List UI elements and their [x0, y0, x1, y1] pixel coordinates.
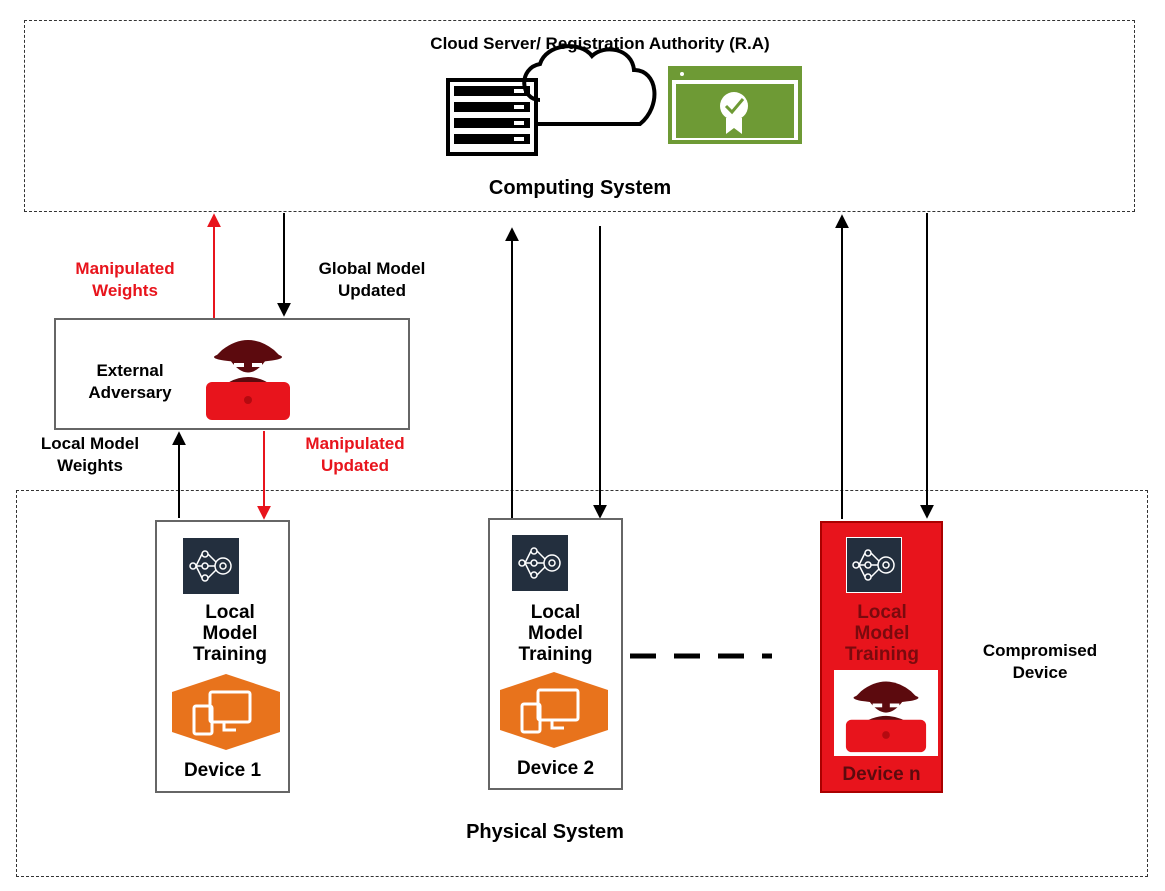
adversary-label-line2: Adversary: [88, 383, 172, 402]
global-model-line2: Updated: [338, 281, 406, 300]
computing-system-region: [24, 20, 1135, 212]
device-n-training-line1: Local: [857, 602, 907, 623]
hacker-laptop-icon: [845, 681, 927, 753]
manipulated-weights-line2: Weights: [92, 281, 158, 300]
certificate-icon: [668, 66, 802, 144]
local-weights-line2: Weights: [57, 456, 123, 475]
manipulated-weights-line1: Manipulated: [75, 259, 175, 278]
device-n-training-line3: Training: [845, 644, 919, 665]
device-1-training-line3: Training: [193, 644, 267, 665]
device-icon: [500, 672, 608, 748]
device-2-training-line2: Model: [528, 623, 583, 644]
compromised-device-line1: Compromised: [982, 641, 1098, 660]
hacker-laptop-icon: [206, 340, 290, 420]
device-icon: [172, 674, 280, 750]
device-n-name: Device n: [842, 764, 921, 785]
device-2-name: Device 2: [516, 758, 595, 779]
physical-system-title: Physical System: [466, 821, 624, 843]
physical-system-region: [16, 490, 1148, 877]
global-model-line1: Global Model: [318, 259, 426, 278]
device-2-training-line3: Training: [518, 644, 593, 665]
cloud-server-header: Cloud Server/ Registration Authority (R.…: [430, 34, 770, 53]
server-rack-icon: [446, 78, 538, 156]
manipulated-updated-line2: Updated: [321, 456, 389, 475]
adversary-label-line1: External: [96, 361, 164, 380]
device-1-name: Device 1: [183, 760, 262, 781]
device-1-training-line1: Local: [205, 602, 255, 623]
ml-network-icon: [846, 537, 902, 593]
manipulated-updated-line1: Manipulated: [305, 434, 405, 453]
compromised-device-line2: Device: [1012, 663, 1068, 682]
ml-network-icon: [512, 535, 568, 591]
device-1-training-line2: Model: [202, 623, 258, 644]
device-n-training-line2: Model: [854, 623, 910, 644]
computing-system-title: Computing System: [488, 177, 672, 199]
cloud-icon: [522, 44, 657, 126]
ml-network-icon: [183, 538, 239, 594]
local-weights-line1: Local Model: [40, 434, 140, 453]
device-2-training-line1: Local: [530, 602, 581, 623]
